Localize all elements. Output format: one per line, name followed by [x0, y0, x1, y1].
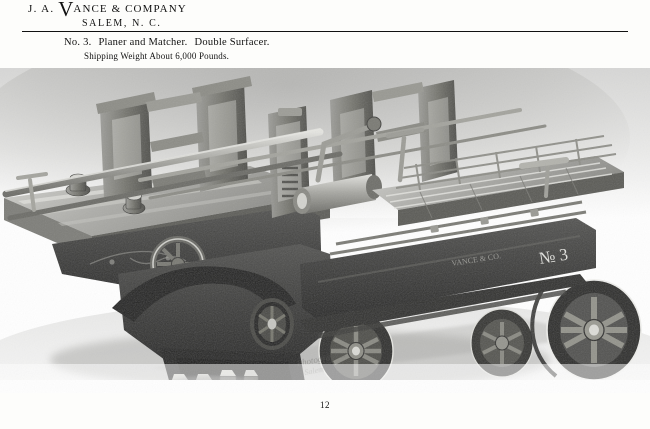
company-name-line: J. A. VANCE & COMPANY: [28, 0, 650, 20]
model-mark-text: № 3: [538, 245, 570, 268]
caption-machine-name: Planer and Matcher.: [98, 37, 188, 48]
company-location: SALEM, N. C.: [82, 18, 162, 29]
caption-machine-type: Double Surfacer.: [194, 37, 270, 48]
machine-photograph: VANCE & CO. № 3: [0, 68, 650, 393]
letterhead: J. A. VANCE & COMPANY SALEM, N. C.: [0, 0, 650, 30]
caption-model-number: No. 3.: [64, 37, 92, 48]
figure-caption: No. 3. Planer and Matcher. Double Surfacer…: [0, 36, 650, 63]
caption-primary-line: No. 3. Planer and Matcher. Double Surfacer…: [64, 36, 650, 50]
company-initials: J. A.: [28, 3, 55, 15]
caption-shipping-weight: Shipping Weight About 6,000 Pounds.: [84, 51, 230, 61]
machine-photograph-illustration: VANCE & CO. № 3: [0, 68, 650, 393]
company-name-rest: ANCE & COMPANY: [73, 3, 187, 15]
page-number: 12: [320, 400, 330, 410]
company-drop-cap: V: [58, 0, 74, 21]
header-rule: [22, 31, 628, 32]
